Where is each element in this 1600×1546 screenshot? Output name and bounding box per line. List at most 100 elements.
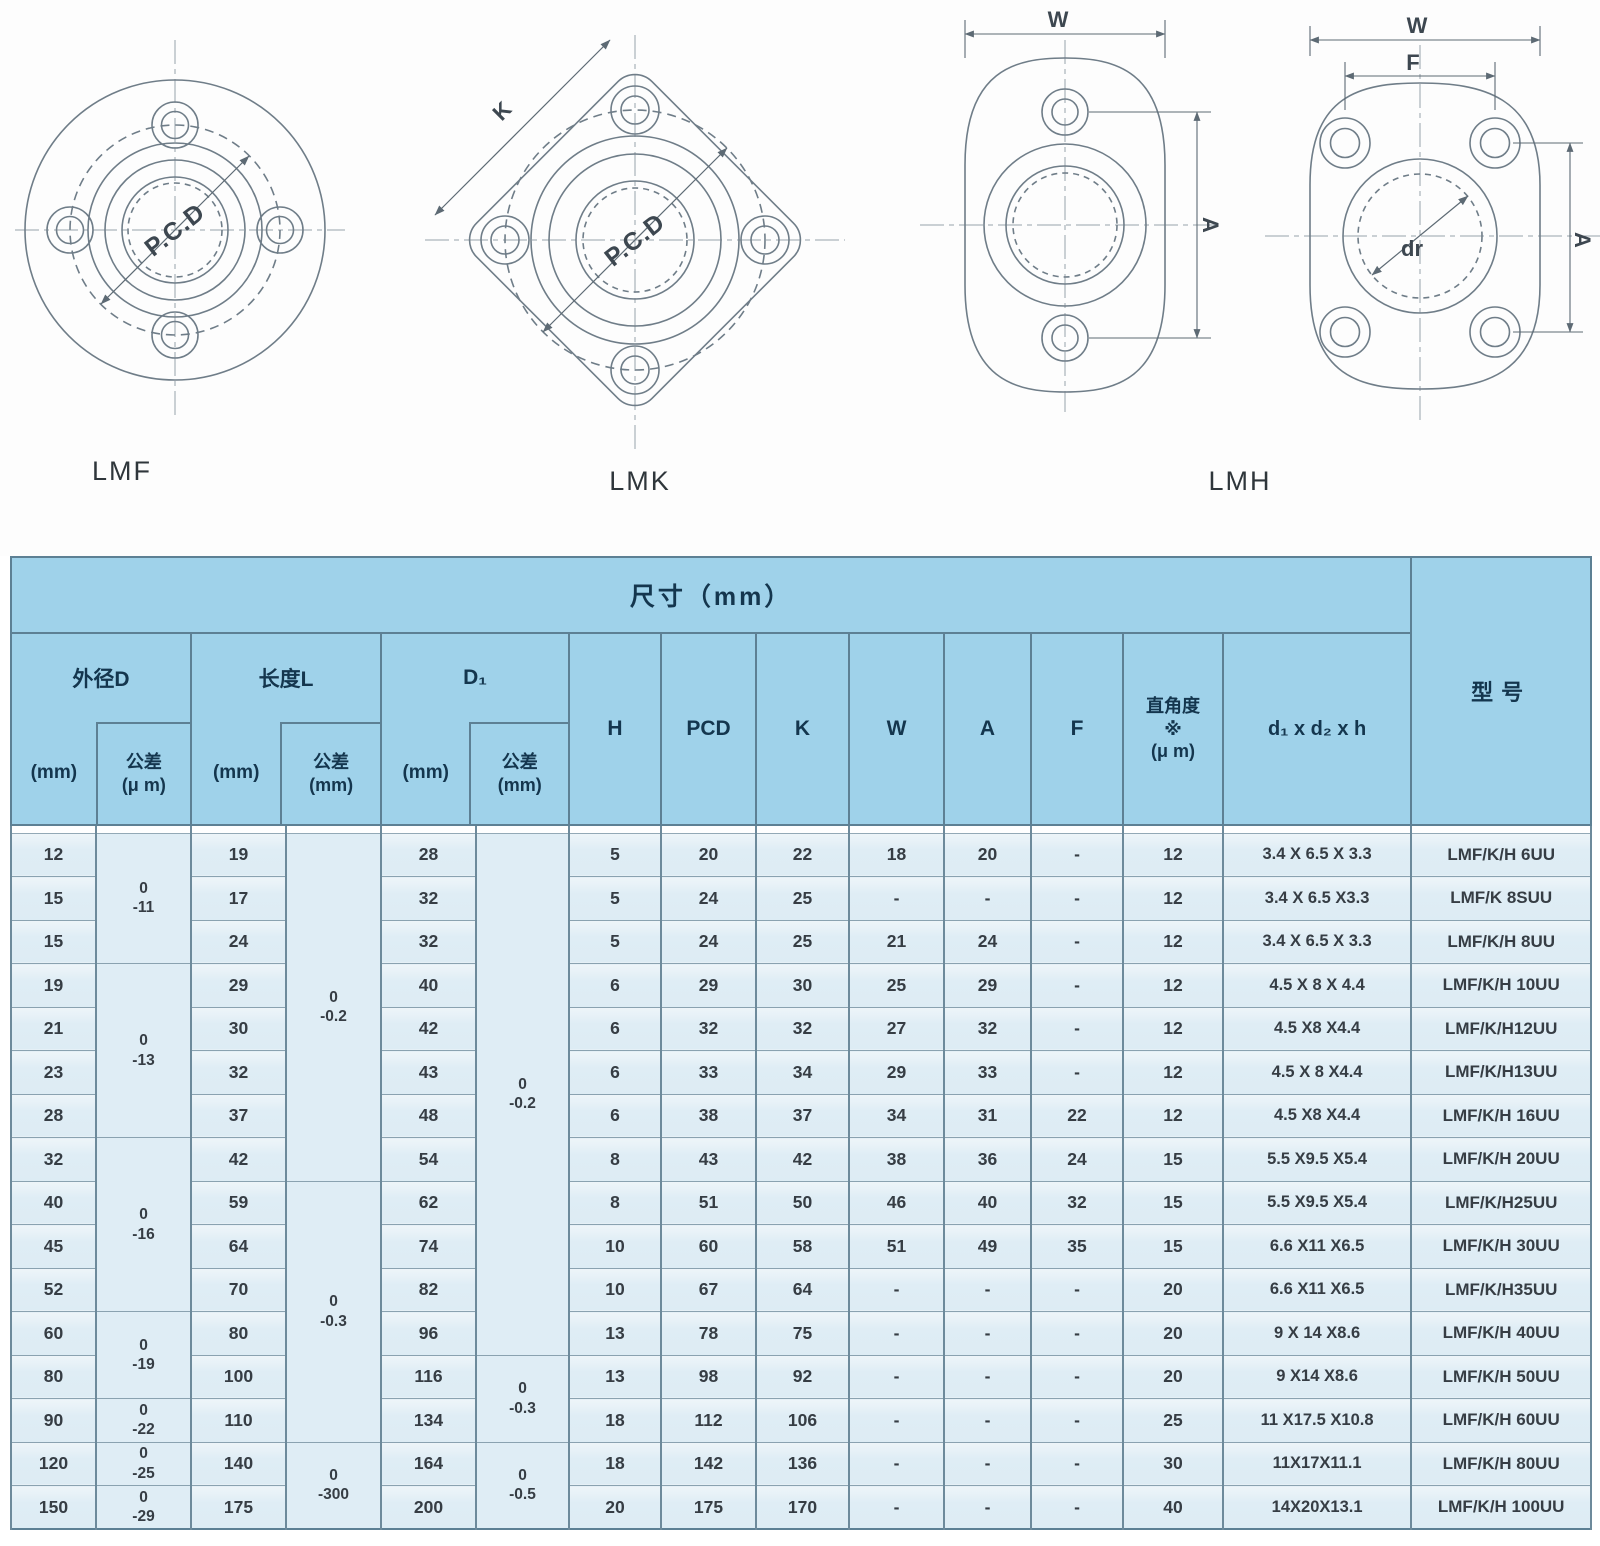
gap-cell (1410, 824, 1593, 834)
value-cell: 22 (755, 832, 850, 877)
pcd-dimension-arrow (542, 147, 728, 333)
value-cell: - (1030, 876, 1124, 921)
value-cell: 29 (190, 963, 287, 1008)
column-header-h: H (568, 632, 662, 826)
value-cell: 12 (1122, 919, 1224, 964)
value-cell: 8 (568, 1137, 662, 1182)
value-cell: 15 (1122, 1137, 1224, 1182)
column-header-a: A (943, 632, 1032, 826)
value-cell: 52 (10, 1267, 97, 1312)
value-cell: 37 (755, 1093, 850, 1138)
tolerance-cell: 0-11 (95, 832, 192, 964)
column-header-pcd: PCD (660, 632, 757, 826)
value-cell: 78 (660, 1311, 757, 1356)
value-cell: 23 (10, 1050, 97, 1095)
value-cell: 5 (568, 876, 662, 921)
value-cell: 48 (380, 1093, 477, 1138)
value-cell: 25 (755, 876, 850, 921)
value-cell: LMF/K/H 40UU (1410, 1311, 1593, 1356)
value-cell: 82 (380, 1267, 477, 1312)
value-cell: 31 (943, 1093, 1032, 1138)
value-cell: 6.6 X11 X6.5 (1221, 1224, 1413, 1269)
value-cell: 30 (190, 1006, 287, 1051)
tolerance-cell: 0-0.2 (285, 832, 382, 1182)
value-cell: 96 (380, 1311, 477, 1356)
value-cell: 12 (1122, 1050, 1224, 1095)
value-cell: 32 (10, 1137, 97, 1182)
value-cell: LMF/K/H12UU (1410, 1006, 1593, 1051)
value-cell: 5.5 X9.5 X5.4 (1221, 1180, 1413, 1225)
outer-diameter-group-header: 外径D (mm) 公差 (μ m) (10, 632, 192, 826)
value-cell: 32 (1030, 1180, 1124, 1225)
value-cell: 6 (568, 1050, 662, 1095)
tolerance-cell: 0-0.2 (475, 832, 570, 1356)
lmk-flange-drawing: P.C.D K LMK (425, 35, 845, 496)
value-cell: 134 (380, 1398, 477, 1443)
d1-group-header: D₁ (mm) 公差 (mm) (380, 632, 570, 826)
tolerance-cell: 0-0.3 (475, 1354, 570, 1443)
value-cell: 9 X 14 X8.6 (1221, 1311, 1413, 1356)
value-cell: 12 (1122, 832, 1224, 877)
k-dimension-arrow (434, 39, 611, 216)
value-cell: 24 (190, 919, 287, 964)
value-cell: 60 (10, 1311, 97, 1356)
value-cell: LMF/K/H 8UU (1410, 919, 1593, 964)
value-cell: LMF/K/H 10UU (1410, 963, 1593, 1008)
value-cell: 12 (1122, 876, 1224, 921)
value-cell: 40 (10, 1180, 97, 1225)
gap-cell (380, 824, 477, 834)
value-cell: 74 (380, 1224, 477, 1269)
value-cell: 6 (568, 1006, 662, 1051)
mm-subheader: (mm) (402, 762, 449, 783)
value-cell: - (1030, 1485, 1124, 1530)
value-cell: 6 (568, 963, 662, 1008)
value-cell: 60 (660, 1224, 757, 1269)
value-cell: 9 X14 X8.6 (1221, 1354, 1413, 1399)
value-cell: 46 (848, 1180, 945, 1225)
value-cell: 40 (380, 963, 477, 1008)
value-cell: LMF/K/H 20UU (1410, 1137, 1593, 1182)
value-cell: 5.5 X9.5 X5.4 (1221, 1137, 1413, 1182)
value-cell: LMF/K/H 60UU (1410, 1398, 1593, 1443)
value-cell: 22 (1030, 1093, 1124, 1138)
value-cell: 32 (755, 1006, 850, 1051)
oval-flange-outline-left (964, 57, 1166, 393)
value-cell: 200 (380, 1485, 477, 1530)
gap-cell (660, 824, 757, 834)
value-cell: 32 (943, 1006, 1032, 1051)
value-cell: 4.5 X8 X4.4 (1221, 1006, 1413, 1051)
lmf-flange-drawing: P.C.D LMF (15, 40, 345, 486)
value-cell: 150 (10, 1485, 97, 1530)
value-cell: - (1030, 919, 1124, 964)
value-cell: 4.5 X8 X4.4 (1221, 1093, 1413, 1138)
value-cell: LMF/K/H 16UU (1410, 1093, 1593, 1138)
value-cell: 29 (943, 963, 1032, 1008)
value-cell: 13 (568, 1354, 662, 1399)
value-cell: - (848, 1485, 945, 1530)
value-cell: 67 (660, 1267, 757, 1312)
w-dimension-label-left: W (1048, 7, 1069, 32)
value-cell: 43 (380, 1050, 477, 1095)
f-dimension-right (1344, 62, 1496, 110)
model-column-header: 型号 (1410, 556, 1593, 826)
value-cell: 32 (380, 876, 477, 921)
tolerance-cell: 0-0.5 (475, 1441, 570, 1530)
value-cell: 18 (848, 832, 945, 877)
value-cell: 5 (568, 832, 662, 877)
value-cell: 42 (380, 1006, 477, 1051)
mm-subheader: (mm) (30, 762, 78, 783)
value-cell: - (943, 1311, 1032, 1356)
value-cell: - (1030, 1050, 1124, 1095)
value-cell: 33 (660, 1050, 757, 1095)
squareness-column-header: 直角度 ※ (μ m) (1122, 632, 1224, 826)
tolerance-subheader: 公差 (μ m) (95, 722, 190, 824)
flange-circles-left (983, 143, 1147, 307)
value-cell: 54 (380, 1137, 477, 1182)
tolerance-cell: 0-300 (285, 1441, 382, 1530)
value-cell: 15 (1122, 1180, 1224, 1225)
